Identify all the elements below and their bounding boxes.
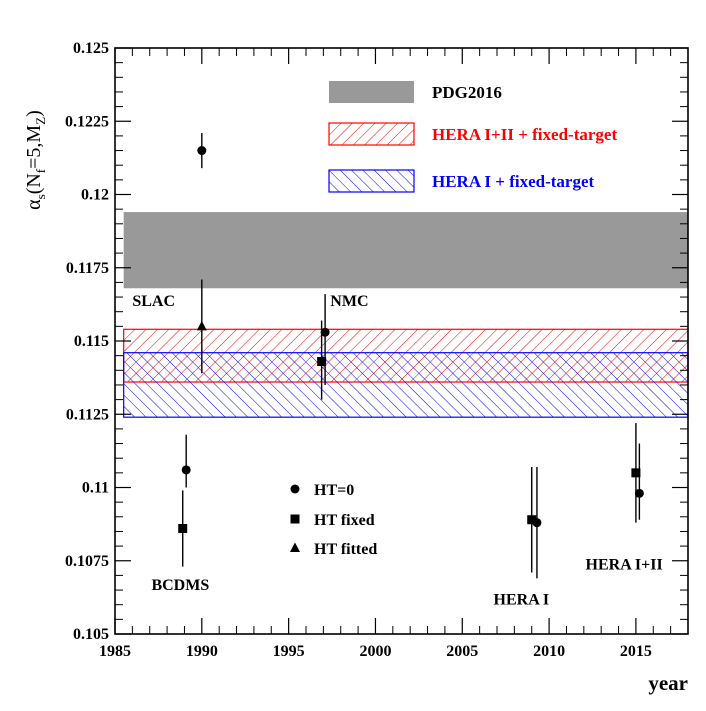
legend-marker-label: HT=0: [314, 482, 354, 499]
x-tick-label: 1995: [273, 643, 305, 660]
data-point-circle: [181, 465, 191, 475]
x-tick-label: 2010: [533, 643, 565, 660]
y-tick-label: 0.105: [73, 626, 109, 643]
y-tick-label: 0.11: [82, 480, 109, 497]
legend-swatch-2: [328, 169, 415, 193]
legend-label-0: PDG2016: [432, 83, 502, 102]
y-tick-label: 0.1175: [66, 260, 109, 277]
band-0: [123, 212, 688, 289]
x-tick-label: 2015: [620, 643, 652, 660]
y-tick-label: 0.125: [73, 40, 109, 57]
y-tick-label: 0.1225: [65, 113, 109, 130]
bands-layer: [123, 212, 689, 418]
x-tick-label: 1985: [99, 643, 131, 660]
x-tick-label: 2005: [446, 643, 478, 660]
annotation-label: HERA I+II: [586, 557, 663, 574]
legend-marker-square: [290, 514, 300, 524]
y-tick-label: 0.1125: [66, 406, 109, 423]
y-axis-label: αs(Nf=5,MZ): [23, 110, 48, 210]
legend-swatch-1: [328, 122, 415, 146]
data-point-circle: [634, 488, 644, 498]
annotations-layer: SLAC NMC BCDMS HERA I HERA I+II: [132, 293, 662, 609]
annotation-label: SLAC: [132, 293, 175, 310]
x-tick-label: 2000: [359, 643, 391, 660]
annotation-label: BCDMS: [151, 577, 209, 594]
annotation-label: HERA I: [494, 592, 550, 609]
annotation-label: NMC: [330, 293, 368, 310]
data-point-square: [178, 524, 188, 534]
legend-marker-triangle: [290, 542, 300, 552]
data-point-square: [527, 515, 537, 525]
band-2: [123, 352, 689, 418]
x-axis-label: year: [648, 671, 688, 695]
data-point-circle: [320, 327, 330, 337]
axes-layer: 1985 1990 1995 2000 2005 2010 2015 0.105 0.1075 0…: [65, 40, 689, 660]
legend-marker-circle: [290, 484, 300, 494]
legend-marker-label: HT fixed: [314, 512, 375, 529]
data-point-square: [317, 357, 327, 367]
y-tick-label: 0.12: [81, 187, 109, 204]
data-point-triangle: [196, 320, 207, 331]
legend-swatch-0: [329, 81, 414, 103]
y-tick-label: 0.115: [74, 333, 109, 350]
data-point-square: [631, 468, 641, 478]
points-layer: [178, 132, 644, 579]
data-point-circle: [197, 146, 207, 156]
legend-label-1: HERA I+II + fixed-target: [432, 125, 617, 144]
legend-label-2: HERA I + fixed-target: [432, 172, 595, 191]
legend-marker-label: HT fitted: [314, 541, 377, 558]
y-tick-label: 0.1075: [65, 553, 109, 570]
x-tick-label: 1990: [186, 643, 218, 660]
